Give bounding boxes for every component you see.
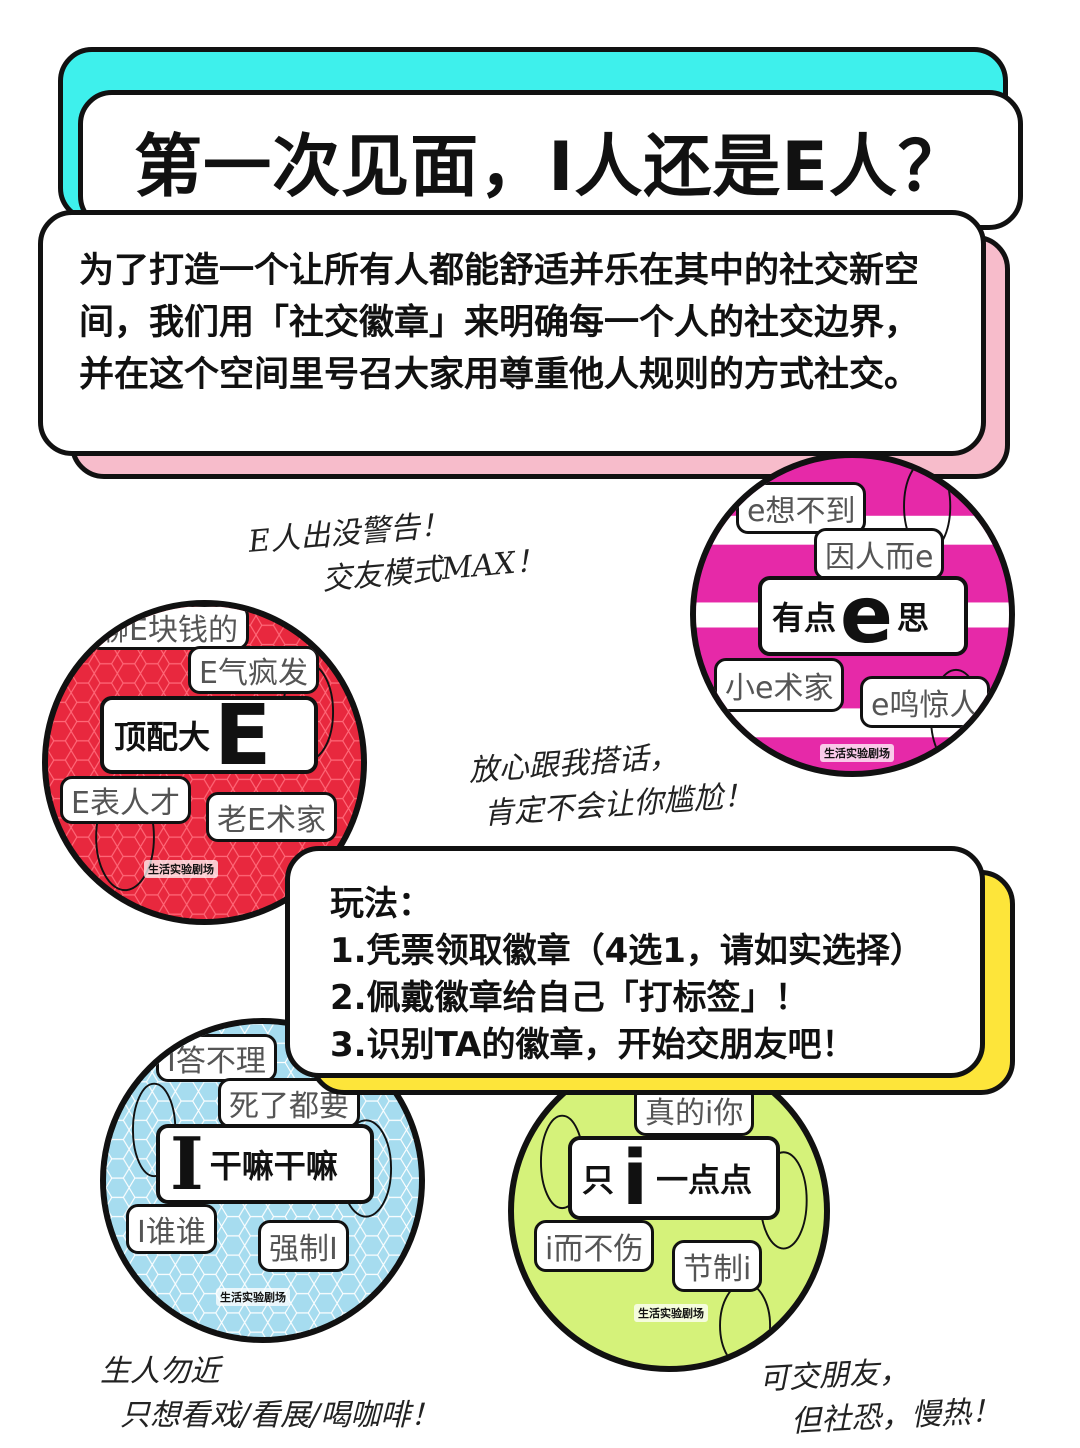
badge-main-label: 只 i 一点点 [568,1136,780,1220]
intro-card: 为了打造一个让所有人都能舒适并乐在其中的社交新空间，我们用「社交徽章」来明确每一… [38,210,986,456]
badge-tag: 老E术家 [206,792,337,842]
badge-main-label: I 干嘛干嘛 [156,1124,374,1204]
badge-main-prefix: 只 [582,1161,615,1199]
badge-main-text: 顶配大 [114,718,211,756]
badge-main-label: 顶配大 E [100,686,318,784]
note-talk: 放心跟我搭话， 肯定不会让你尴尬！ [467,730,755,837]
badge-main-label: 有点 e 思 [758,576,968,656]
badge-main-text: 干嘛干嘛 [209,1147,338,1185]
badge-main-prefix: 有点 [772,599,837,637]
badge-main-suffix: 思 [896,599,929,637]
intro-paragraph: 为了打造一个让所有人都能舒适并乐在其中的社交新空间，我们用「社交徽章」来明确每一… [79,251,920,395]
rules-step: 1.凭票领取徽章（4选1，请如实选择） [330,931,924,971]
brand-logo: 生活实验剧场 [634,1304,708,1322]
note-line: 生人勿近 [100,1354,220,1389]
badge-tag: 节制i [672,1240,763,1292]
note-slow: 可交朋友， 但社恐，慢热！ [758,1346,1002,1446]
badge-e-red: 聊E块钱的 E气疯发 顶配大 E E表人才 老E术家 生活实验剧场 [42,600,367,925]
brand-logo: 生活实验剧场 [216,1288,290,1306]
title-card: 第一次见面，I人还是E人？ [78,90,1023,230]
rules-card: 玩法： 1.凭票领取徽章（4选1，请如实选择） 2.佩戴徽章给自己「打标签」！ … [285,846,985,1078]
rules-step: 3.识别TA的徽章，开始交朋友吧！ [330,1025,856,1065]
brand-logo: 生活实验剧场 [820,744,894,762]
badge-main-letter: I [170,1121,204,1206]
brand-logo: 生活实验剧场 [144,860,218,878]
badge-main-letter: i [622,1133,649,1222]
rules-heading: 玩法： [330,884,432,924]
note-e-warning: E人出没警告！ 交友模式MAX！ [247,495,547,608]
badge-main-suffix: 一点点 [656,1161,753,1199]
badge-tag: i而不伤 [534,1220,655,1272]
badge-tag: 小e术家 [714,658,845,712]
badge-tag: 聊E块钱的 [88,606,249,650]
badge-e-pink: e想不到 因人而e 有点 e 思 小e术家 e鸣惊人 生活实验剧场 [690,452,1015,777]
note-line: 只想看戏/看展/喝咖啡！ [120,1398,441,1433]
badge-tag: E表人才 [60,776,191,824]
badge-tag: I答不理 [156,1034,277,1082]
badge-i-green: 真的i你 只 i 一点点 i而不伤 节制i 生活实验剧场 [508,1050,830,1372]
badge-tag: e鸣惊人 [860,676,991,728]
badge-main-letter: E [214,686,272,784]
badge-tag: 强制I [258,1220,349,1272]
note-stranger: 生人勿近 只想看戏/看展/喝咖啡！ [100,1350,440,1438]
badge-tag: I谁谁 [126,1204,217,1254]
page-title: 第一次见面，I人还是E人？ [134,127,967,207]
badge-tag: E气疯发 [188,646,319,694]
badge-main-letter: e [840,571,893,661]
rules-step: 2.佩戴徽章给自己「打标签」！ [330,978,809,1018]
badge-tag: e想不到 [736,482,867,534]
